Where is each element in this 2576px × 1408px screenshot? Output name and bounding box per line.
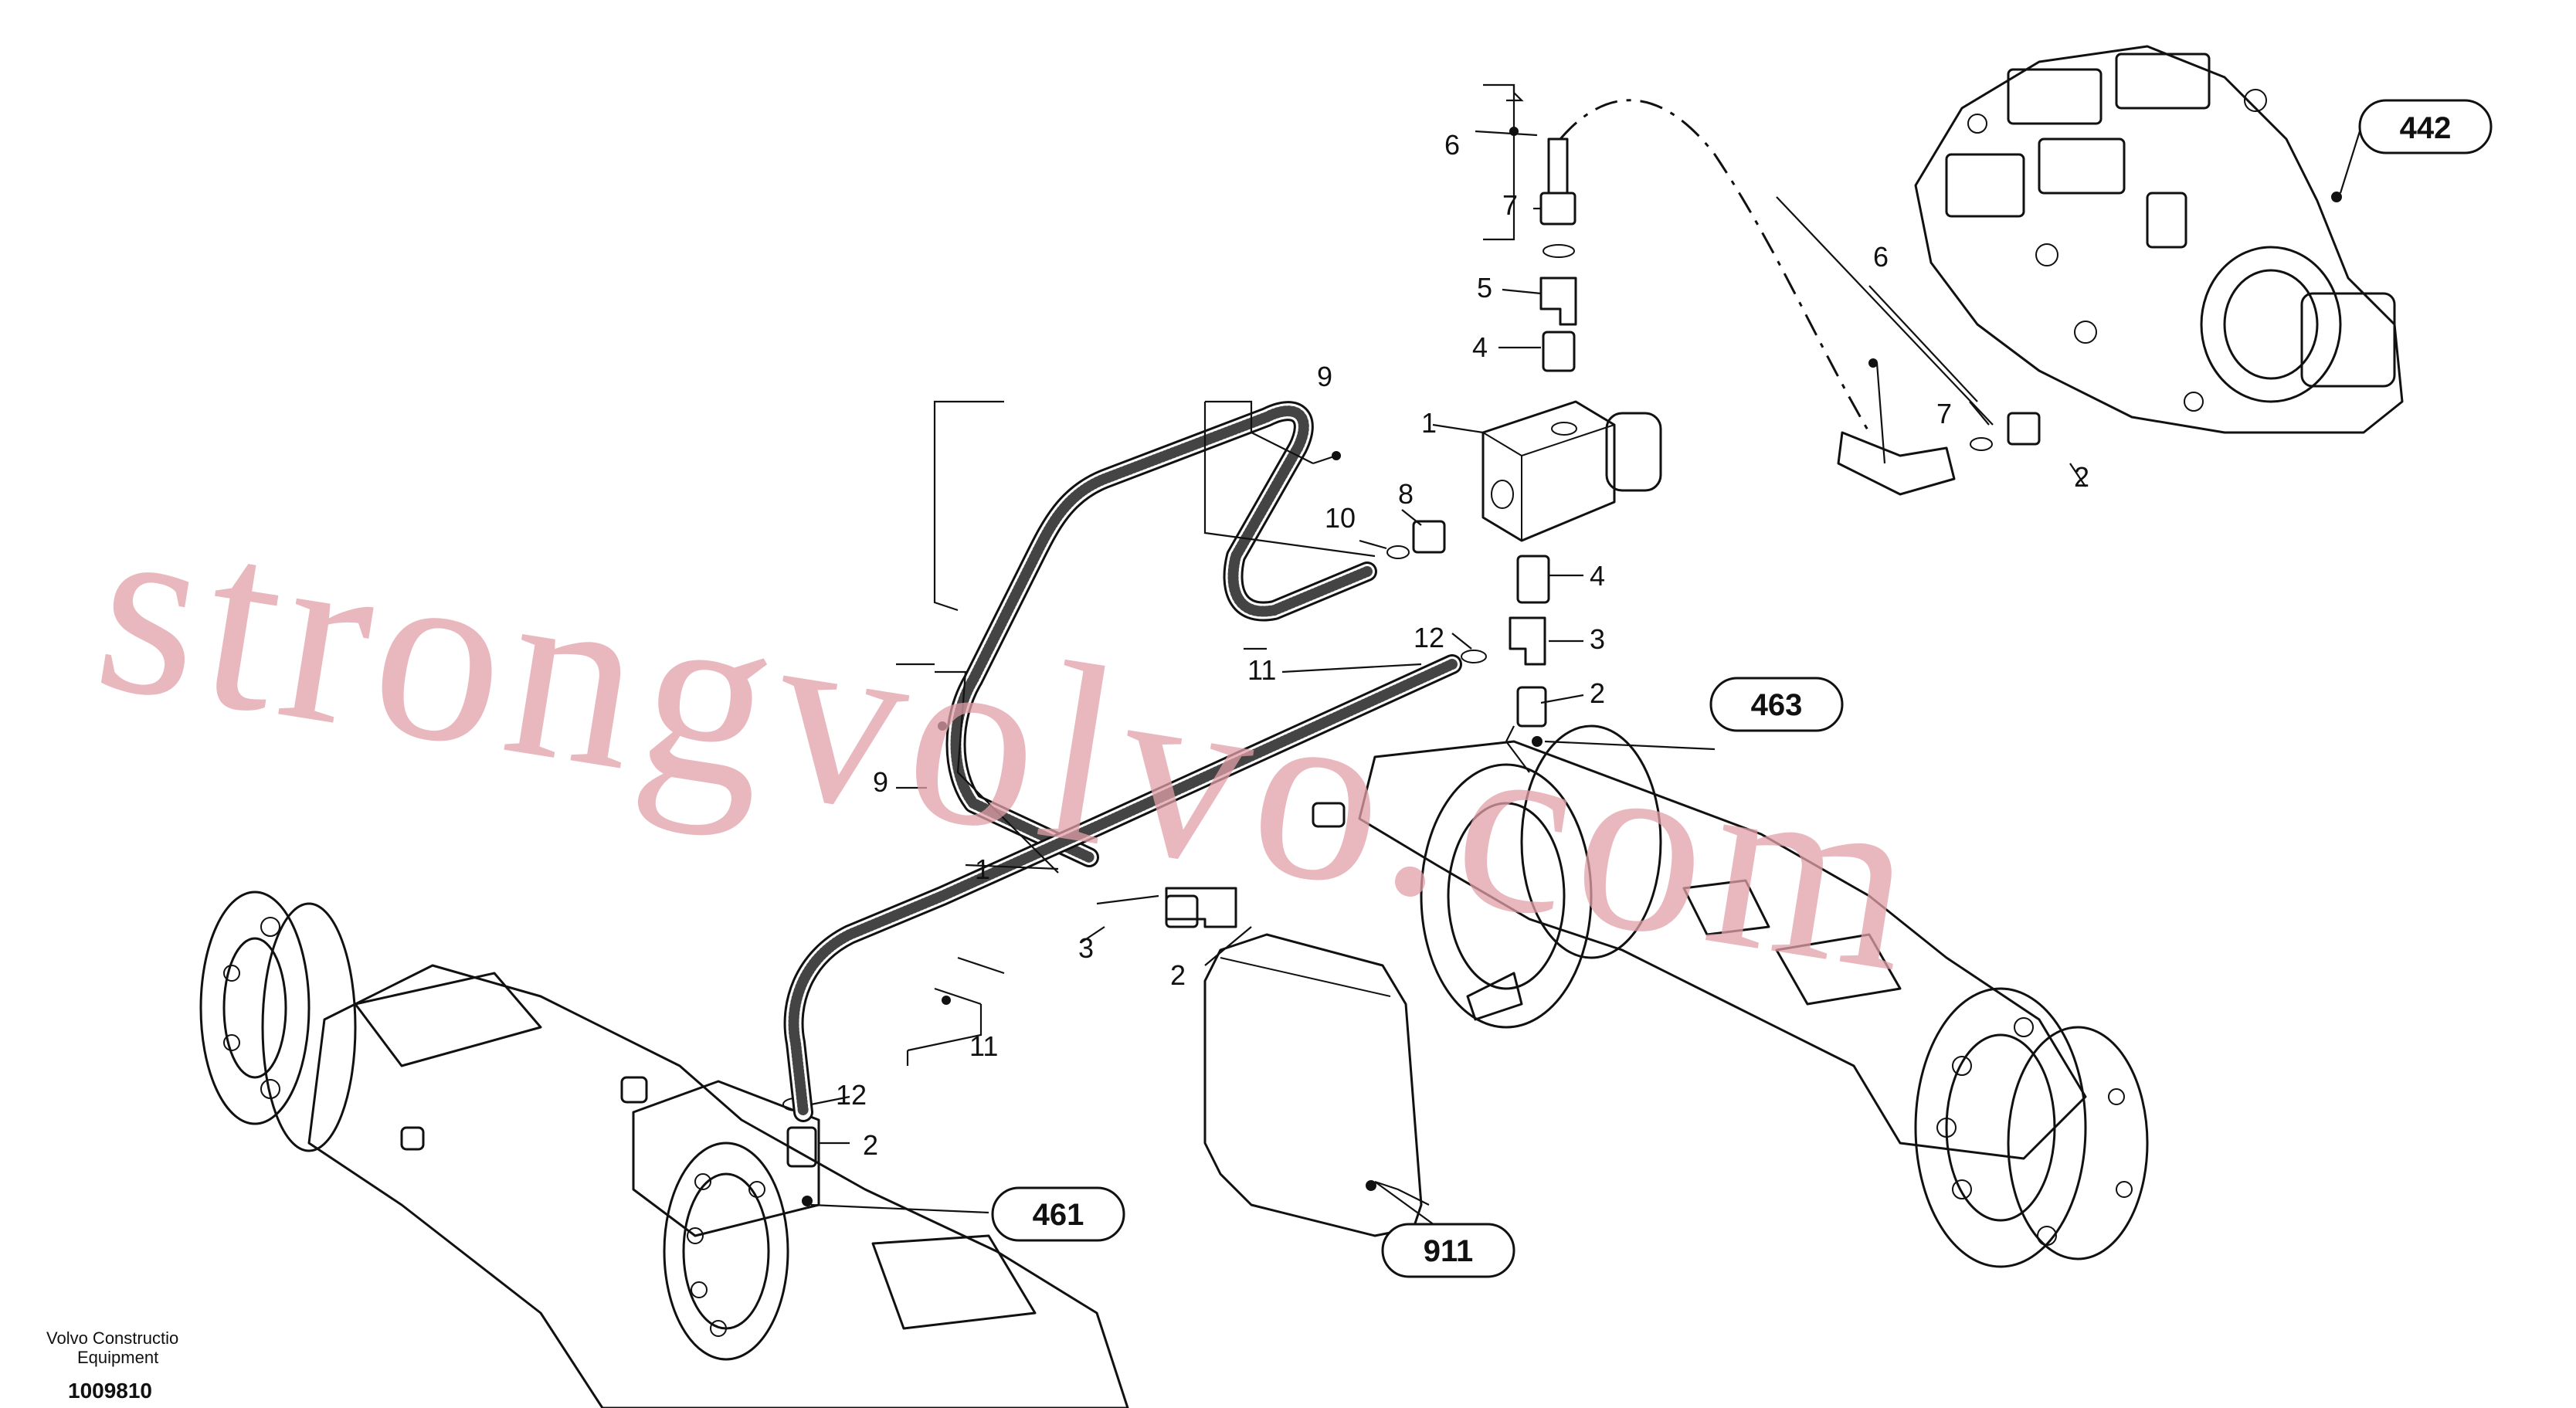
callout-4-mid: 4 xyxy=(1590,560,1605,592)
callout-12-top: 12 xyxy=(1414,622,1444,653)
front-axle xyxy=(199,891,1129,1408)
callout-5: 5 xyxy=(1477,272,1492,304)
ref-442-label: 442 xyxy=(2400,111,2452,145)
reference-911: 911 xyxy=(1381,1223,1515,1278)
ref-463-label: 463 xyxy=(1751,688,1803,722)
hydraulic-pump xyxy=(1914,45,2404,434)
fittings-stack xyxy=(782,137,2041,1168)
callout-numbers: 6 7 5 4 1 9 8 10 4 12 3 11 2 6 7 2 9 1 3… xyxy=(836,129,2089,1161)
callout-2-left: 2 xyxy=(1170,959,1186,991)
callout-11-left: 11 xyxy=(969,1030,998,1062)
footer-drawing-number: 1009810 xyxy=(68,1379,152,1403)
footer-company-line1: Volvo Constructio xyxy=(46,1328,178,1348)
hoses xyxy=(783,99,1871,1122)
callout-4-top: 4 xyxy=(1472,331,1488,363)
ref-461-label: 461 xyxy=(1033,1198,1084,1232)
ref-911-label: 911 xyxy=(1424,1234,1474,1268)
callout-1-top: 1 xyxy=(1421,407,1437,439)
watermark-text: strongvolvo.com xyxy=(81,460,1939,1026)
callout-6-top: 6 xyxy=(1444,129,1460,161)
reference-463: 463 xyxy=(1709,677,1844,732)
leader-lines xyxy=(802,83,2361,1244)
valve-block xyxy=(1481,400,1662,542)
callout-11-top: 11 xyxy=(1247,654,1276,686)
callout-2-bottom: 2 xyxy=(863,1129,878,1161)
tank-part xyxy=(1203,933,1423,1237)
callout-9-top: 9 xyxy=(1317,361,1332,392)
callout-9-left: 9 xyxy=(873,766,888,798)
callout-3-left: 3 xyxy=(1078,932,1094,964)
footer: Volvo Constructio Equipment 1009810 xyxy=(46,1328,178,1403)
reference-442: 442 xyxy=(2358,99,2493,154)
footer-company-line2: Equipment xyxy=(77,1348,158,1367)
reference-461: 461 xyxy=(991,1186,1125,1242)
callout-12-left: 12 xyxy=(836,1079,867,1111)
callout-7-right: 7 xyxy=(1936,398,1952,429)
rear-axle xyxy=(1312,724,2149,1268)
callout-10: 10 xyxy=(1325,502,1356,534)
callout-1-left: 1 xyxy=(975,853,990,885)
callout-3-mid: 3 xyxy=(1590,623,1605,655)
callout-8: 8 xyxy=(1398,478,1414,510)
callout-6-right: 6 xyxy=(1873,241,1889,273)
callout-2-mid: 2 xyxy=(1590,677,1605,709)
callout-2-right: 2 xyxy=(2074,461,2089,493)
callout-7-top: 7 xyxy=(1502,189,1518,221)
